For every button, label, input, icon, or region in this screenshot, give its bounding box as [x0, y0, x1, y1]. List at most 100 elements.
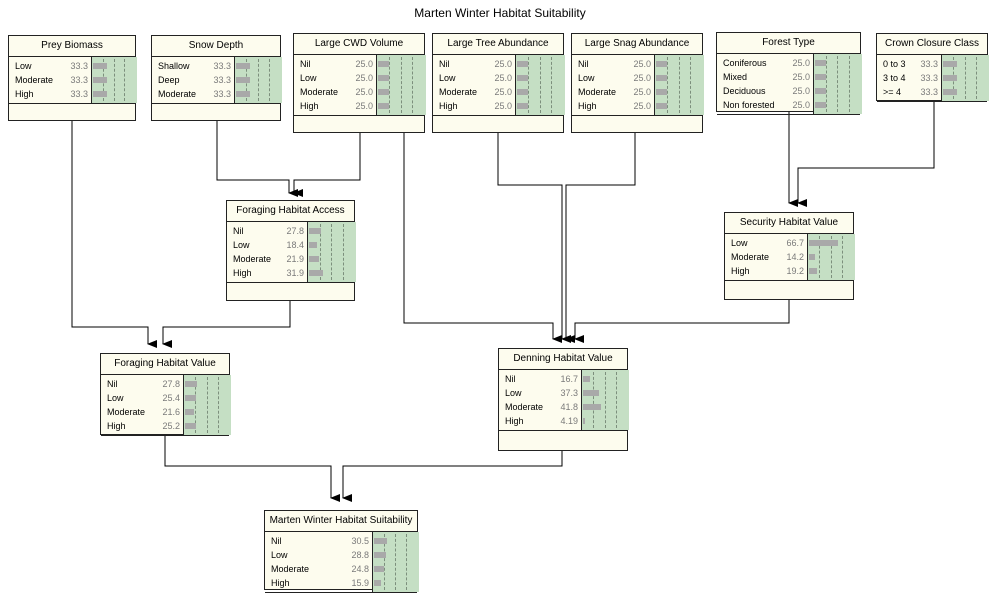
state-bar: [517, 89, 529, 95]
state-row[interactable]: High 31.9: [227, 266, 354, 280]
state-value: 25.0: [494, 59, 512, 69]
node-title: Denning Habitat Value: [499, 349, 627, 370]
state-label: Deciduous: [723, 86, 766, 96]
state-value: 33.3: [213, 89, 231, 99]
state-value: 31.9: [286, 268, 304, 278]
node-footer: [877, 101, 987, 102]
state-value: 25.0: [633, 101, 651, 111]
state-value: 28.8: [351, 550, 369, 560]
state-bar: [185, 395, 196, 401]
state-label: Coniferous: [723, 58, 767, 68]
state-value: 25.0: [355, 101, 373, 111]
state-bar: [815, 102, 826, 108]
state-bar: [374, 580, 381, 586]
state-label: Nil: [578, 59, 589, 69]
state-value: 37.3: [560, 388, 578, 398]
link-tree-to-denning: [497, 133, 571, 343]
state-label: >= 4: [883, 87, 902, 97]
node-title: Crown Closure Class: [877, 34, 987, 55]
state-bar: [656, 75, 668, 81]
state-value: 4.19: [560, 416, 578, 426]
state-label: Non forested: [723, 100, 775, 110]
state-value: 27.8: [162, 379, 180, 389]
state-value: 25.0: [494, 101, 512, 111]
node-footer: [227, 282, 354, 300]
node-footer: [294, 115, 424, 132]
scale-tick: [400, 57, 402, 113]
scale-tick: [593, 372, 595, 428]
state-label: High: [233, 268, 252, 278]
state-label: Moderate: [505, 402, 544, 412]
state-label: Moderate: [300, 87, 339, 97]
scale-tick: [615, 372, 617, 428]
state-label: Low: [578, 73, 595, 83]
state-bar: [656, 89, 668, 95]
state-bar: [583, 418, 585, 424]
scale-tick: [412, 57, 414, 113]
state-label: Nil: [271, 536, 282, 546]
state-value: 24.8: [351, 564, 369, 574]
state-bar: [93, 77, 107, 83]
state-row[interactable]: Nil 30.5: [265, 534, 417, 548]
node-title: Large Snag Abundance: [572, 34, 702, 55]
node-footer: [572, 115, 702, 132]
state-label: Nil: [505, 374, 516, 384]
node-footer: [101, 435, 229, 436]
state-value: 30.5: [351, 536, 369, 546]
